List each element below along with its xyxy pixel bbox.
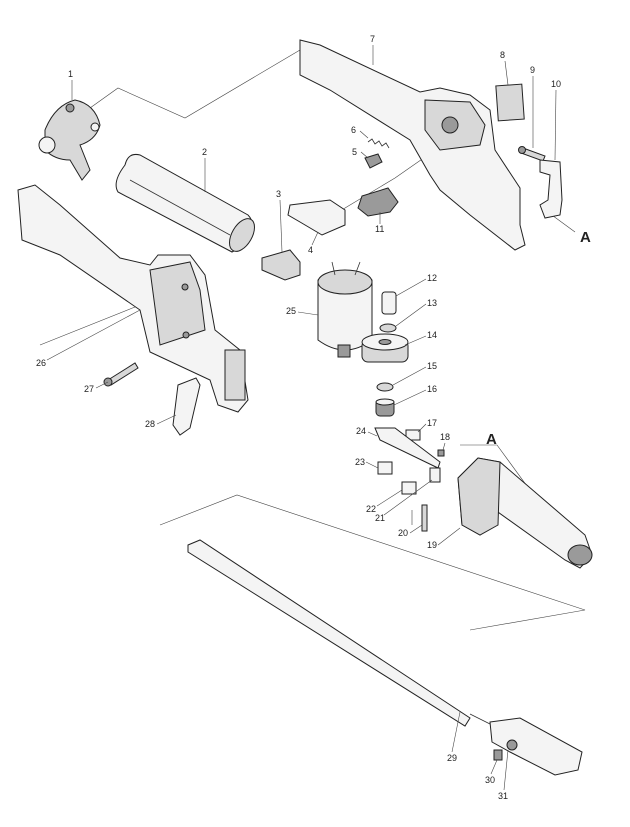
part-21-clip (429, 467, 441, 483)
part-19-grip (457, 457, 593, 569)
part-5-button (364, 153, 383, 169)
label-2: 2 (202, 147, 207, 157)
label-6: 6 (351, 125, 356, 135)
label-28: 28 (145, 419, 155, 429)
label-30: 30 (485, 775, 495, 785)
part-16-bearing (375, 398, 395, 417)
label-9: 9 (530, 65, 535, 75)
label-8: 8 (500, 50, 505, 60)
part-17-block (405, 429, 421, 441)
part-31-head (489, 717, 583, 776)
gear-stack (361, 291, 409, 417)
part-15-washer (376, 382, 394, 392)
part-2-battery-tube (115, 154, 255, 253)
label-25: 25 (286, 306, 296, 316)
part-3-connector (261, 249, 301, 281)
label-7: 7 (370, 34, 375, 44)
part-14-gear (361, 333, 409, 363)
part-27-screw (103, 362, 139, 387)
label-31: 31 (498, 791, 508, 801)
label-22: 22 (366, 504, 376, 514)
label-leaders (46, 45, 557, 791)
part-22-block (401, 481, 417, 495)
part-8-label-plate (495, 83, 525, 122)
label-27: 27 (84, 384, 94, 394)
part-7-upper-housing (299, 39, 526, 251)
label-5: 5 (352, 147, 357, 157)
part-6-spring (367, 138, 390, 149)
label-18: 18 (440, 432, 450, 442)
part-4-trigger (287, 199, 346, 236)
ref-a-top: A (580, 229, 591, 246)
part-25-motor (317, 261, 373, 358)
label-23: 23 (355, 457, 365, 467)
small-parts (374, 427, 445, 532)
part-30-screw (493, 749, 503, 761)
part-11-switch (357, 187, 399, 217)
label-1: 1 (68, 69, 73, 79)
part-18-pin (437, 449, 445, 457)
label-15: 15 (427, 361, 437, 371)
label-20: 20 (398, 528, 408, 538)
leader-lines (39, 49, 586, 631)
label-13: 13 (427, 298, 437, 308)
label-11: 11 (375, 224, 384, 234)
part-24-plate (374, 427, 441, 469)
label-3: 3 (276, 189, 281, 199)
label-29: 29 (447, 753, 457, 763)
label-24: 24 (356, 426, 366, 436)
label-4: 4 (308, 245, 313, 255)
part-20-pin (421, 504, 428, 532)
part-10-clip (539, 159, 563, 219)
label-26: 26 (36, 358, 46, 368)
label-10: 10 (551, 79, 561, 89)
ref-a-bottom: A (486, 431, 497, 448)
label-19: 19 (427, 540, 437, 550)
part-1-clamp (38, 99, 101, 181)
label-14: 14 (427, 330, 437, 340)
part-13-washer (379, 323, 397, 333)
part-9-screw (518, 146, 546, 162)
part-labels: 1 2 3 4 5 6 7 8 9 10 11 12 13 14 15 16 1… (36, 34, 591, 801)
part-29-shaft (187, 539, 499, 729)
part-26-housing-half (17, 184, 249, 413)
part-23-block (377, 461, 393, 475)
part-28-bracket (172, 377, 201, 436)
label-12: 12 (427, 273, 437, 283)
label-21: 21 (375, 513, 385, 523)
label-16: 16 (427, 384, 437, 394)
label-17: 17 (427, 418, 437, 428)
part-12-pin (381, 291, 397, 315)
